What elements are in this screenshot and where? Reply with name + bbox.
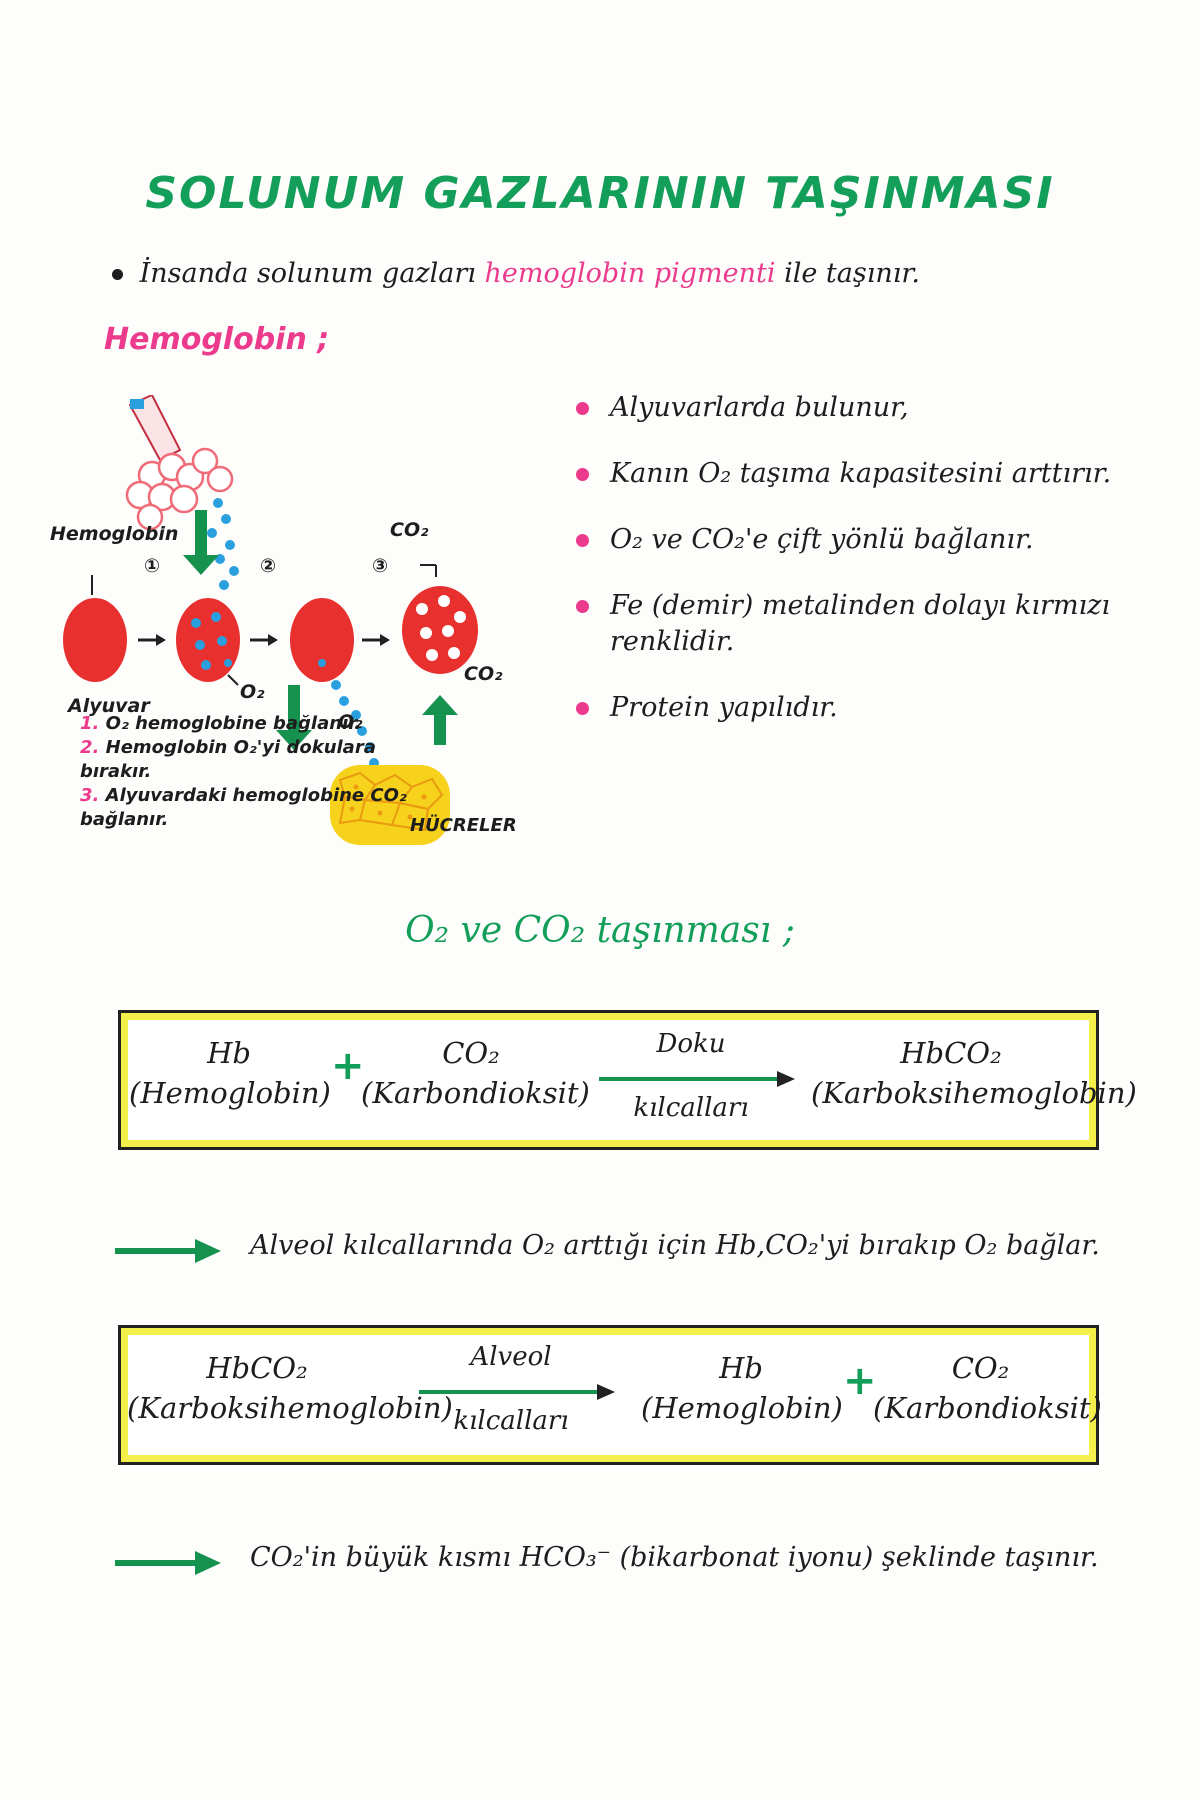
- steps-list: 1. O₂ hemoglobine bağlanır. 2. Hemoglobi…: [80, 712, 420, 832]
- property-item: Fe (demir) metalinden dolayı kırmızı ren…: [576, 588, 1176, 660]
- pink-bullet-icon: [576, 702, 589, 715]
- step-item: 3. Alyuvardaki hemoglobine CO₂ bağlanır.: [80, 785, 407, 830]
- label-co2-bound: CO₂: [390, 519, 429, 541]
- deoxygenated-cell-icon: [290, 598, 354, 682]
- pink-bullet-icon: [576, 600, 589, 613]
- property-item: Protein yapılıdır.: [576, 690, 1176, 726]
- label-co2-uptake: CO₂: [464, 663, 503, 685]
- step-3-marker: ③: [372, 555, 389, 577]
- reactant-co2: CO₂ (Karbondioksit): [361, 1036, 590, 1110]
- arrow-label-bottom: kılcalları: [453, 1406, 569, 1436]
- section-title: O₂ ve CO₂ taşınması ;: [405, 910, 795, 951]
- plus-icon: +: [331, 1043, 365, 1089]
- step-item: 2. Hemoglobin O₂'yi dokulara bırakır.: [80, 737, 376, 782]
- property-item: Kanın O₂ taşıma kapasitesini arttırır.: [576, 456, 1176, 492]
- plus-icon: +: [843, 1358, 877, 1404]
- intro-after: ile taşınır.: [784, 258, 920, 289]
- down-arrow-icon: [183, 510, 219, 575]
- lung-icon: [125, 393, 234, 531]
- bullet-icon: [112, 269, 123, 280]
- reaction-box-tissue: Hb (Hemoglobin) + CO₂ (Karbondioksit) Do…: [118, 1010, 1137, 1150]
- pink-bullet-icon: [576, 402, 589, 415]
- pink-bullet-icon: [576, 468, 589, 481]
- hemoglobin-heading: Hemoglobin ;: [104, 322, 330, 357]
- label-alyuvar: Alyuvar: [68, 695, 150, 717]
- arrow-label-top: Alveol: [470, 1342, 552, 1372]
- intro-line: İnsanda solunum gazları hemoglobin pigme…: [112, 258, 920, 289]
- gas-exchange-illustration: [63, 393, 478, 845]
- reactant-hbco2: HbCO₂ (Karboksihemoglobin): [127, 1351, 453, 1425]
- red-blood-cell-icon: [63, 598, 127, 682]
- step-item: 1. O₂ hemoglobine bağlanır.: [80, 713, 362, 734]
- step-1-marker: ①: [144, 555, 161, 577]
- product-co2: CO₂ (Karbondioksit): [873, 1351, 1102, 1425]
- gas-exchange-diagram: Hemoglobin Alyuvar O₂ O₂ CO₂ CO₂ HÜCRELE…: [40, 393, 560, 875]
- co2-uptake-arrow-icon: [422, 695, 458, 745]
- pink-bullet-icon: [576, 534, 589, 547]
- label-o2-bound: O₂: [240, 681, 265, 703]
- tissue-cells-icon: [330, 765, 450, 845]
- label-hemoglobin: Hemoglobin: [50, 523, 179, 545]
- product-hbco2: HbCO₂ (Karboksihemoglobin): [811, 1036, 1137, 1110]
- property-item: O₂ ve CO₂'e çift yönlü bağlanır.: [576, 522, 1176, 558]
- intro-before: İnsanda solunum gazları: [139, 258, 476, 289]
- reaction-box-alveol: HbCO₂ (Karboksihemoglobin) Alveol kılcal…: [118, 1325, 1102, 1465]
- label-o2-released: O₂: [338, 711, 363, 733]
- oxygenated-cell-icon: [176, 598, 240, 682]
- o2-particles-icon: [207, 498, 239, 590]
- arrow-label-top: Doku: [656, 1029, 726, 1059]
- label-cells: HÜCRELER: [410, 815, 517, 836]
- reactant-hb: Hb (Hemoglobin): [129, 1036, 331, 1110]
- o2-release-arrow-icon: [276, 685, 312, 750]
- step-2-arrow-icon: [250, 634, 278, 646]
- arrow-label-bottom: kılcalları: [633, 1093, 749, 1123]
- reaction-arrow-icon: [599, 1071, 795, 1087]
- step-1-arrow-icon: [138, 634, 166, 646]
- step-3-arrow-icon: [362, 634, 390, 646]
- note-alveol: Alveol kılcallarında O₂ arttığı için Hb,…: [250, 1230, 1100, 1261]
- hemoglobin-properties: Alyuvarlarda bulunur, Kanın O₂ taşıma ka…: [576, 390, 1176, 756]
- note-bicarbonate: CO₂'in büyük kısmı HCO₃⁻ (bikarbonat iyo…: [250, 1542, 1099, 1573]
- reaction-arrow-icon: [419, 1384, 615, 1400]
- note-arrow-icon: [115, 1239, 221, 1263]
- product-hb: Hb (Hemoglobin): [641, 1351, 843, 1425]
- page-title: SOLUNUM GAZLARININ TAŞINMASI: [145, 168, 1055, 219]
- intro-highlight: hemoglobin pigmenti: [484, 258, 776, 289]
- note-arrow-icon: [115, 1551, 221, 1575]
- property-item: Alyuvarlarda bulunur,: [576, 390, 1176, 426]
- step-2-marker: ②: [260, 555, 277, 577]
